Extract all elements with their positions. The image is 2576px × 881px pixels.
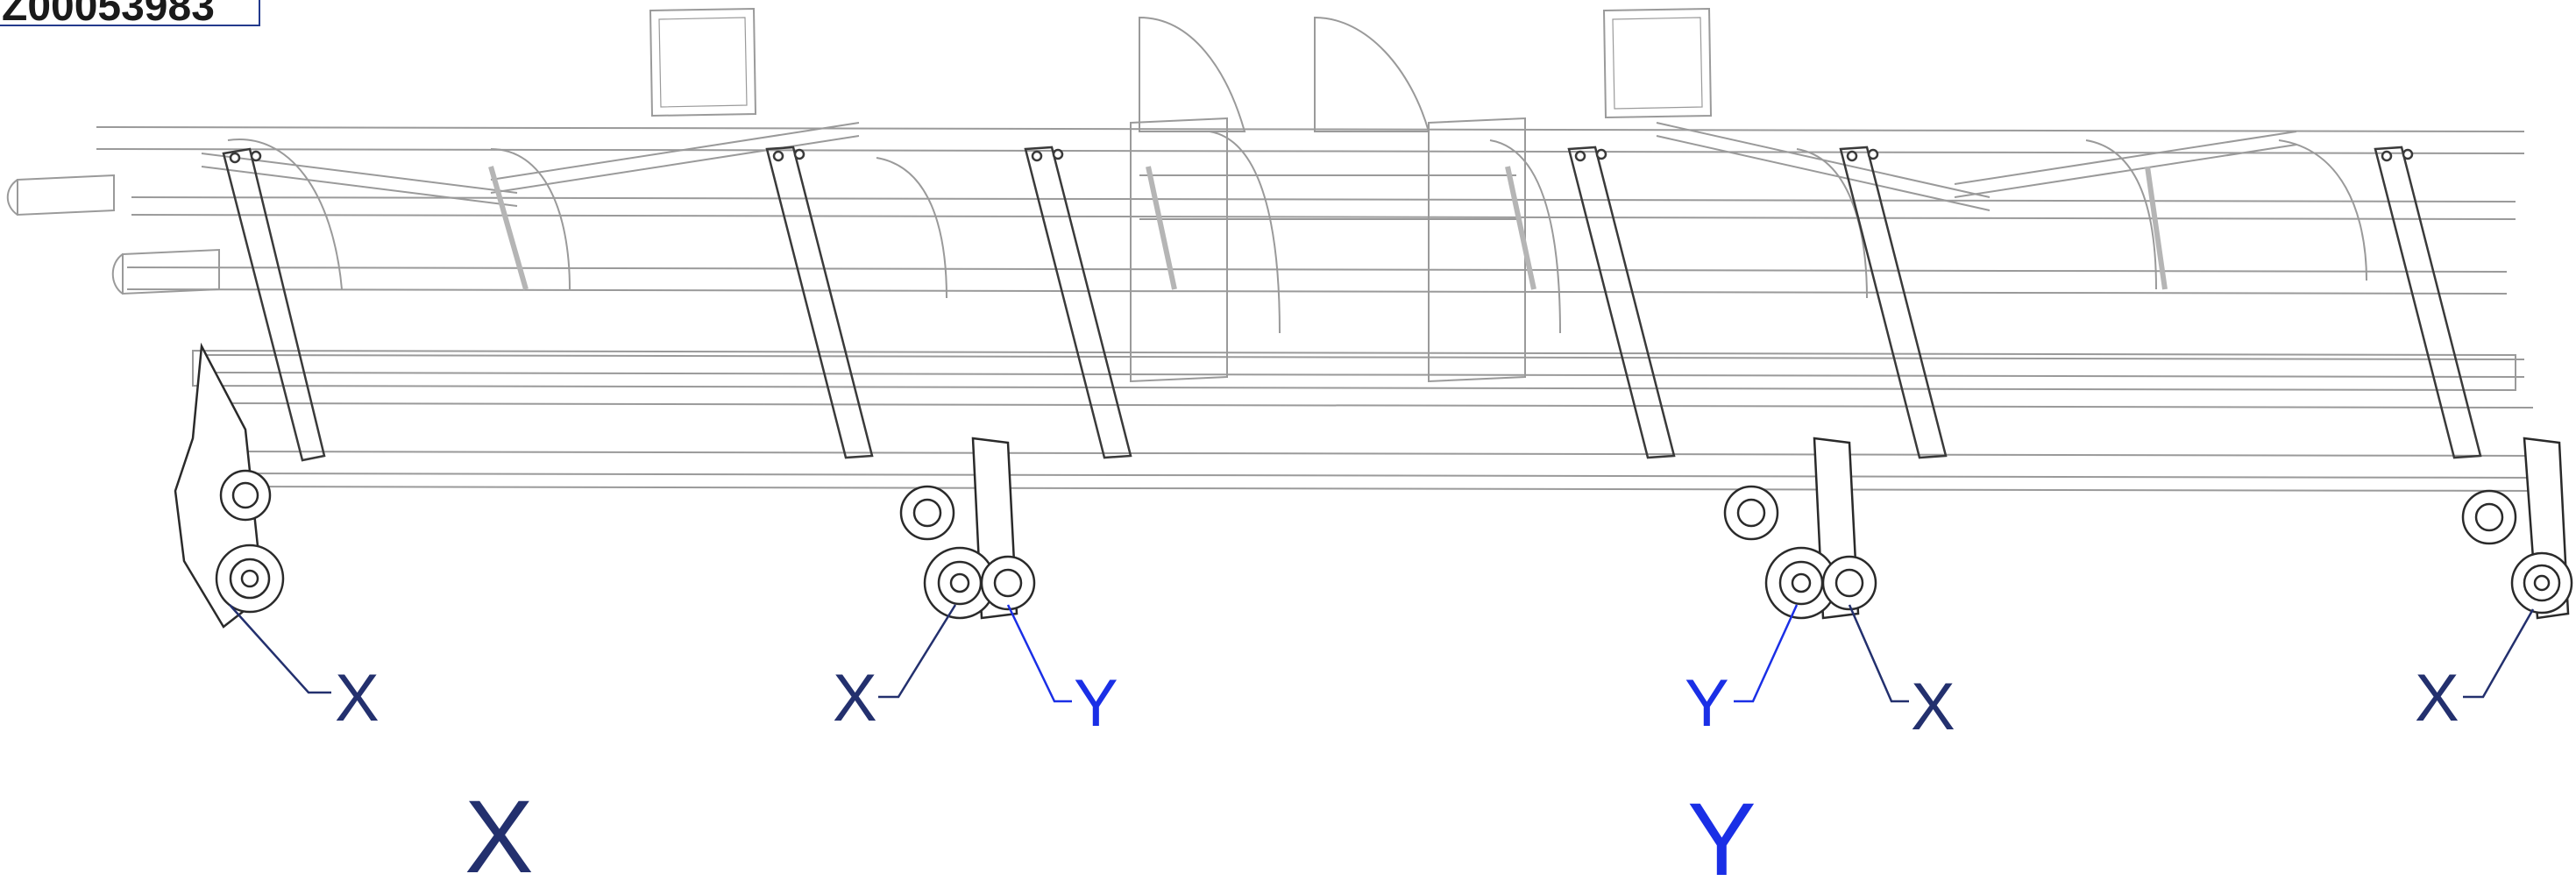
callout-x-right: X: [2415, 661, 2459, 735]
leader-line-x-2: [878, 604, 957, 699]
leader-line-y-2: [1734, 604, 1799, 703]
leader-line-x-4: [2463, 608, 2535, 699]
callout-labels: X X Y Y X X: [335, 661, 2459, 744]
leader-line-y-1: [1006, 604, 1072, 703]
callout-y-hub2: Y: [1074, 666, 1118, 741]
hub-assemblies: [174, 342, 2573, 629]
leader-lines: [229, 604, 2535, 703]
leader-line-x-3: [1848, 604, 1909, 703]
legend: X Y: [465, 779, 1756, 881]
legend-y: Y: [1687, 782, 1756, 881]
callout-y-hub3: Y: [1685, 666, 1729, 741]
part-number-label: Z00053983: [0, 0, 260, 28]
linkage-arms: [222, 146, 2482, 462]
legend-x: X: [465, 779, 534, 881]
leader-line-x-1: [229, 604, 331, 694]
machine-frame: [6, 7, 2543, 492]
callout-x-hub3: X: [1911, 670, 1955, 744]
callout-x-hub2: X: [833, 661, 877, 735]
callout-x-left: X: [335, 661, 380, 735]
